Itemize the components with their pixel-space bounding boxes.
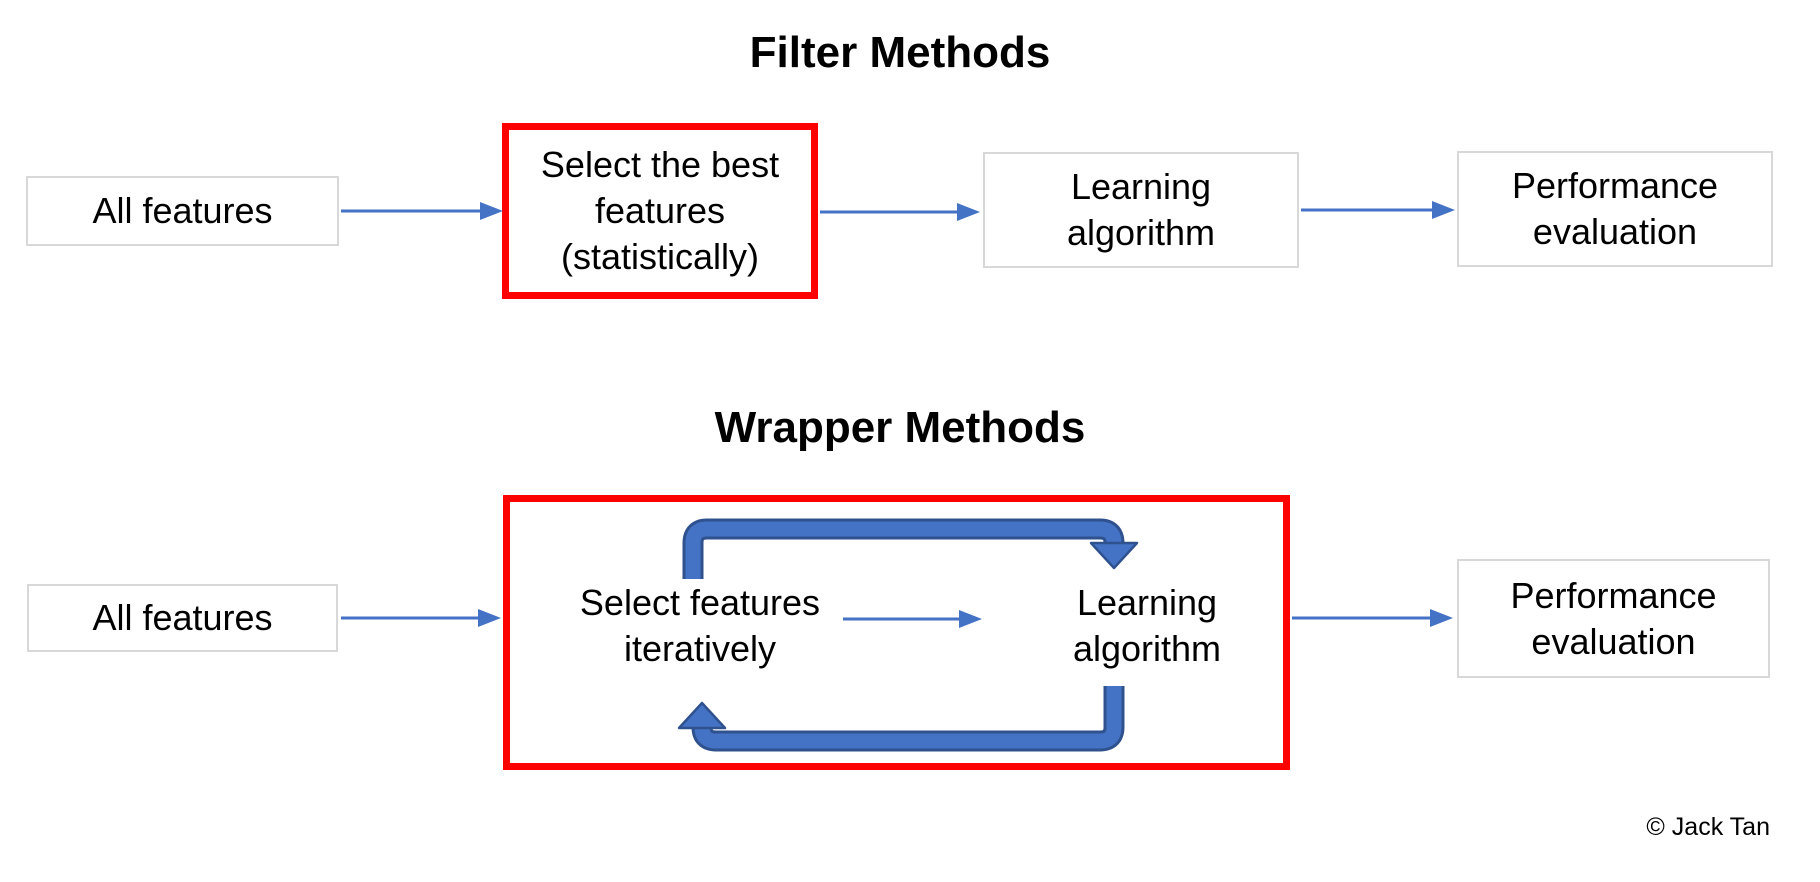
wrapper-all-features-box: All features xyxy=(27,584,338,652)
arrow-wrapper-loop-to-performance xyxy=(1292,609,1453,627)
arrow-filter-learning-to-performance xyxy=(1301,201,1455,219)
wrapper-performance-evaluation-box: Performance evaluation xyxy=(1457,559,1770,678)
arrow-filter-selectbest-to-learning xyxy=(820,203,980,221)
copyright-credit: © Jack Tan xyxy=(1646,813,1770,841)
arrow-filter-allfeatures-to-selectbest xyxy=(341,202,503,220)
wrapper-methods-title: Wrapper Methods xyxy=(714,403,1086,452)
arrow-wrapper-allfeatures-to-loop xyxy=(341,609,501,627)
filter-all-features-box: All features xyxy=(26,176,339,246)
filter-performance-evaluation-box: Performance evaluation xyxy=(1457,151,1773,267)
filter-select-best-features-box: Select the best features (statistically) xyxy=(502,123,818,299)
filter-learning-algorithm-box: Learning algorithm xyxy=(983,152,1299,268)
wrapper-select-features-iteratively-label: Select features iteratively xyxy=(579,582,821,669)
wrapper-learning-algorithm-label: Learning algorithm xyxy=(1072,582,1222,669)
filter-methods-title: Filter Methods xyxy=(749,28,1051,77)
